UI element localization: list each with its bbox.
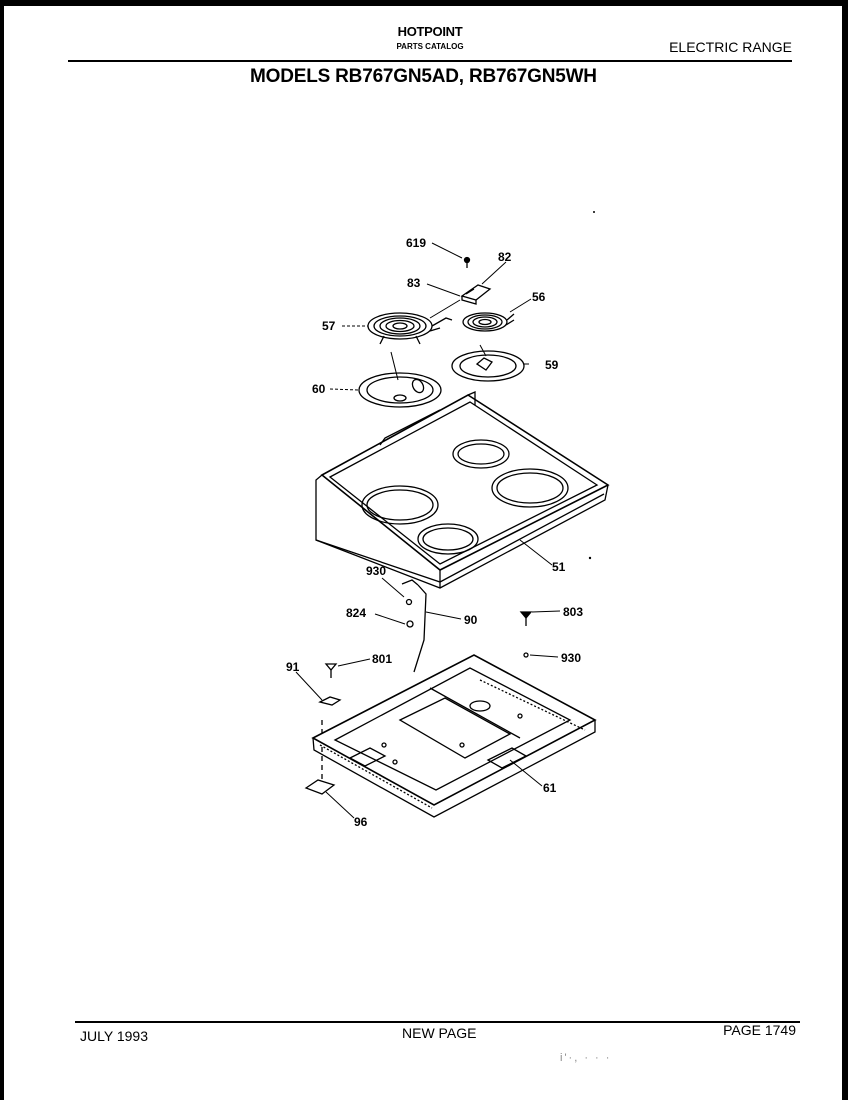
catalog-label: PARTS CATALOG <box>396 42 464 51</box>
callout-824: 824 <box>346 606 366 620</box>
callout-801: 801 <box>372 652 392 666</box>
callout-96: 96 <box>354 815 368 829</box>
surface-unit-56 <box>462 312 515 332</box>
callout-51: 51 <box>552 560 566 574</box>
screw-803 <box>519 611 533 658</box>
clip-91 <box>318 696 342 706</box>
scan-speck <box>588 556 592 560</box>
page-border-top <box>0 0 848 6</box>
screw-619 <box>463 256 471 268</box>
callout-90: 90 <box>464 613 478 627</box>
surface-unit-57 <box>367 312 453 345</box>
footer-page-number: PAGE 1749 <box>723 1022 796 1038</box>
footer-stamp: i'·, · · · <box>560 1052 612 1064</box>
category-label: ELECTRIC RANGE <box>669 39 792 55</box>
terminal-block-82 <box>460 284 492 305</box>
burner-box-61 <box>311 654 597 818</box>
header-rule <box>68 60 792 62</box>
callout-83: 83 <box>407 276 421 290</box>
footer-rule <box>75 1021 800 1023</box>
footer-new-page: NEW PAGE <box>402 1025 477 1041</box>
screw-801 <box>324 663 338 678</box>
scan-speck <box>593 211 595 213</box>
callout-930-lower: 930 <box>561 651 581 665</box>
callout-59: 59 <box>545 358 559 372</box>
brand-name: HOTPOINT <box>397 24 463 39</box>
leader-lines <box>295 242 561 819</box>
callout-82: 82 <box>498 250 512 264</box>
bracket-96 <box>304 720 336 795</box>
callout-60: 60 <box>312 382 326 396</box>
cooktop-51 <box>315 391 610 589</box>
screw-824 <box>405 598 414 628</box>
callout-803: 803 <box>563 605 583 619</box>
callout-labels: 619 82 83 56 57 59 60 51 930 824 90 803 … <box>286 236 583 829</box>
callout-930-upper: 930 <box>366 564 386 578</box>
callout-91: 91 <box>286 660 300 674</box>
footer-date: JULY 1993 <box>80 1028 148 1044</box>
callout-61: 61 <box>543 781 557 795</box>
callout-57: 57 <box>322 319 336 333</box>
page-border-left <box>0 0 4 1100</box>
drip-pan-59 <box>451 350 525 382</box>
page-border-right <box>842 0 848 1100</box>
callout-56: 56 <box>532 290 546 304</box>
rod-90 <box>401 579 427 673</box>
drip-pan-60 <box>358 372 442 408</box>
callout-619: 619 <box>406 236 426 250</box>
page-title: MODELS RB767GN5AD, RB767GN5WH <box>250 66 597 87</box>
